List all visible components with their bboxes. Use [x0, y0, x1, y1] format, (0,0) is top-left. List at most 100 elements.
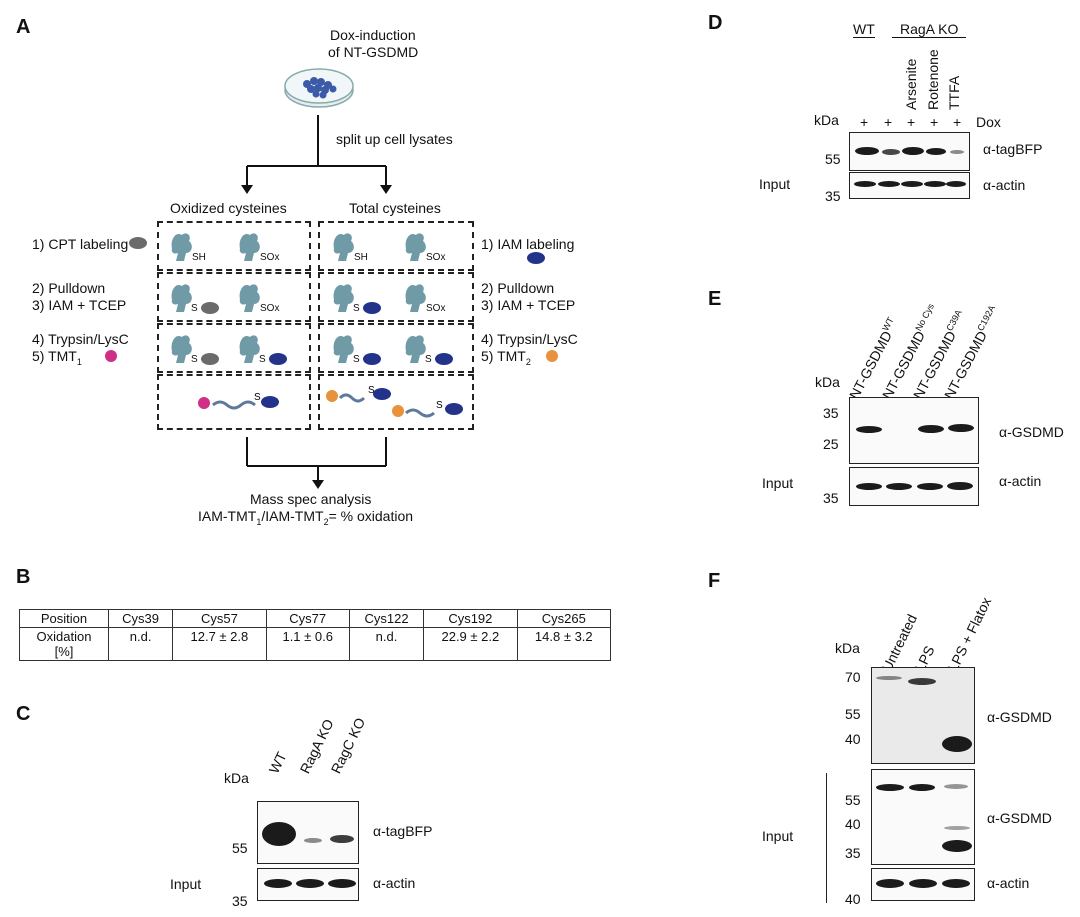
mw-55-d: 55 — [825, 151, 841, 167]
blot-gsdmd-f-top — [871, 667, 975, 764]
total-box-3 — [318, 323, 474, 373]
input-label-f: Input — [762, 828, 794, 844]
band — [917, 483, 943, 490]
panel-label-d: D — [708, 12, 723, 34]
svg-text:S: S — [436, 400, 443, 411]
band — [944, 826, 970, 830]
svg-text:S: S — [191, 354, 198, 365]
blot-actin-f — [871, 868, 975, 901]
band — [262, 822, 296, 846]
blot-actin — [257, 868, 359, 901]
mw-35-e-actin: 35 — [823, 490, 839, 506]
step-pulldown-right: 2) Pulldown — [481, 280, 555, 296]
dox-induction-text: Dox-induction — [330, 27, 416, 43]
iam-tag-icon — [527, 252, 545, 264]
table-header: Cys77 — [265, 609, 350, 628]
svg-text:SOx: SOx — [260, 303, 279, 314]
band — [944, 784, 968, 789]
step-iam-tcep-left: 3) IAM + TCEP — [32, 297, 127, 313]
svg-text:S: S — [353, 303, 360, 314]
band — [926, 148, 946, 155]
dox-plus: + — [860, 114, 869, 130]
antibody-actin-f: α-actin — [987, 875, 1030, 891]
mw-35-f-input: 35 — [845, 845, 861, 861]
oxidation-table: Position Cys39 Cys57 Cys77 Cys122 Cys192… — [19, 609, 612, 661]
table-header: Cys192 — [423, 609, 518, 628]
band — [901, 181, 923, 187]
band — [882, 149, 900, 155]
oxidized-box-2 — [157, 272, 311, 322]
band — [328, 879, 356, 888]
svg-text:S: S — [368, 385, 375, 396]
flow-arrows — [241, 115, 392, 489]
row-label: Oxidation[%] — [19, 627, 109, 661]
tmt2-orange-icon — [546, 350, 558, 362]
oxidized-box-1 — [157, 221, 311, 271]
cpt-tag-icon — [129, 237, 147, 249]
total-box-2 — [318, 272, 474, 322]
band — [856, 426, 882, 433]
panel-label-e: E — [708, 288, 722, 310]
band — [950, 150, 964, 154]
band — [946, 181, 966, 187]
oxidation-formula: IAM-TMT1/IAM-TMT2= % oxidation — [198, 508, 414, 527]
blot-tagbfp — [257, 801, 359, 864]
dox-plus: + — [930, 114, 939, 130]
band — [876, 784, 904, 791]
table-cell: 14.8 ± 3.2 — [516, 627, 612, 661]
mw-40-f: 40 — [845, 731, 861, 747]
step-trypsin-right: 4) Trypsin/LysC — [481, 331, 578, 347]
nt-gsdmd-text: of NT-GSDMD — [328, 44, 419, 60]
blot-actin-e — [849, 467, 979, 506]
table-cell: 22.9 ± 2.2 — [423, 627, 518, 661]
dox-plus: + — [884, 114, 893, 130]
oxidized-box-4 — [157, 374, 311, 430]
dox-plus: + — [953, 114, 962, 130]
band — [909, 784, 935, 791]
panel-label-f: F — [708, 570, 721, 592]
band — [942, 879, 970, 888]
band — [304, 838, 322, 843]
band — [876, 879, 904, 888]
svg-text:S: S — [191, 303, 198, 314]
mw-40-f-input: 40 — [845, 816, 861, 832]
step-pulldown-left: 2) Pulldown — [32, 280, 106, 296]
step-tmt1-left: 5) TMT1 — [32, 348, 82, 367]
lane-rotenone: Rotenone — [925, 49, 941, 110]
svg-text:S: S — [254, 392, 261, 403]
kda-label-d: kDa — [814, 112, 839, 128]
kda-label-e: kDa — [815, 374, 840, 390]
band — [856, 483, 882, 490]
blot-gsdmd-f-input — [871, 769, 975, 865]
mw-55-f-input: 55 — [845, 792, 861, 808]
antibody-gsdmd-e: α-GSDMD — [999, 424, 1064, 440]
band — [876, 676, 902, 680]
input-bracket-line — [826, 773, 827, 903]
antibody-actin: α-actin — [373, 875, 416, 891]
tmt1-pink-icon — [105, 350, 117, 362]
kda-label-f: kDa — [835, 640, 860, 656]
step-cpt-labeling: 1) CPT labeling — [32, 236, 129, 252]
band — [942, 736, 972, 752]
band — [942, 840, 972, 852]
table-header-row: Position Cys39 Cys57 Cys77 Cys122 Cys192… — [19, 609, 612, 628]
input-label: Input — [170, 876, 202, 892]
panel-label-c: C — [16, 703, 31, 725]
step-trypsin-left: 4) Trypsin/LysC — [32, 331, 129, 347]
table-header: Cys265 — [516, 609, 612, 628]
antibody-tagbfp-d: α-tagBFP — [983, 141, 1043, 157]
mw-70-f: 70 — [845, 669, 861, 685]
antibody-gsdmd-f-1: α-GSDMD — [987, 709, 1052, 725]
input-label-d: Input — [759, 176, 791, 192]
svg-text:SOx: SOx — [260, 252, 279, 263]
band — [902, 147, 924, 155]
total-box-4 — [318, 374, 474, 430]
lane-arsenite: Arsenite — [903, 58, 919, 110]
oxidized-box-3 — [157, 323, 311, 373]
antibody-tagbfp: α-tagBFP — [373, 823, 433, 839]
group-wt: WT — [853, 21, 875, 38]
svg-text:SOx: SOx — [426, 303, 445, 314]
band — [909, 879, 937, 888]
